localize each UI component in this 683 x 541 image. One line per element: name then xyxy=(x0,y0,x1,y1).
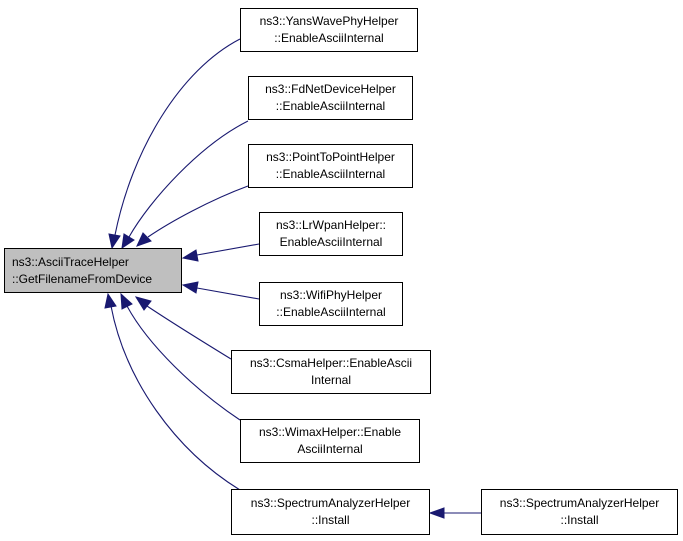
node-wimax-line1: ns3::WimaxHelper::Enable xyxy=(258,425,402,439)
node-yans-line1: ns3::YansWavePhyHelper xyxy=(259,14,399,28)
node-wimaxhelper-enableasciiinternal[interactable]: ns3::WimaxHelper::Enable AsciiInternal xyxy=(240,419,420,463)
node-csma-line1: ns3::CsmaHelper::EnableAscii xyxy=(249,356,413,370)
edge-spectrum2-arrowhead xyxy=(428,507,445,519)
node-spectrumanalyzerhelper-install[interactable]: ns3::SpectrumAnalyzerHelper ::Install xyxy=(231,489,430,535)
edge-wimax-arrowhead xyxy=(120,292,133,310)
node-spectrum1-line2: ::Install xyxy=(311,513,350,527)
node-wifiphyhelper-enableasciiinternal[interactable]: ns3::WifiPhyHelper ::EnableAsciiInternal xyxy=(259,282,403,326)
edge-lrwpan-arrowhead xyxy=(181,249,199,262)
edge-fdnet-to-focus xyxy=(128,120,249,238)
node-wimax-line2: AsciiInternal xyxy=(297,442,363,456)
node-fdnetdevicehelper-enableasciiinternal[interactable]: ns3::FdNetDeviceHelper ::EnableAsciiInte… xyxy=(248,76,413,120)
edge-fdnet-arrowhead xyxy=(121,233,135,250)
edge-csma-arrowhead xyxy=(134,296,152,311)
node-csmahelper-enableasciiinternal[interactable]: ns3::CsmaHelper::EnableAscii Internal xyxy=(231,350,431,394)
node-lrwpanhelper-enableasciiinternal[interactable]: ns3::LrWpanHelper:: EnableAsciiInternal xyxy=(259,212,403,256)
node-focus-line1: ns3::AsciiTraceHelper xyxy=(12,254,129,269)
node-spectrum2-line1: ns3::SpectrumAnalyzerHelper xyxy=(499,496,660,510)
node-lrwpan-line1: ns3::LrWpanHelper:: xyxy=(275,218,387,232)
edge-lrwpan-to-focus xyxy=(196,243,260,256)
node-asciitracehelper-getfilenamefromdevice: ns3::AsciiTraceHelper ::GetFilenameFromD… xyxy=(4,248,182,293)
node-spectrumanalyzerhelper-install-caller[interactable]: ns3::SpectrumAnalyzerHelper ::Install xyxy=(481,489,678,535)
edge-wimax-to-focus xyxy=(126,305,241,421)
node-fdnet-line1: ns3::FdNetDeviceHelper xyxy=(265,82,396,96)
node-p2p-line2: ::EnableAsciiInternal xyxy=(275,167,386,181)
edge-p2p-to-focus xyxy=(147,185,249,238)
node-pointtopointhelper-enableasciiinternal[interactable]: ns3::PointToPointHelper ::EnableAsciiInt… xyxy=(248,144,413,188)
edge-p2p-arrowhead xyxy=(136,232,152,247)
edge-wifi-to-focus xyxy=(196,287,260,300)
node-csma-line2: Internal xyxy=(310,373,352,387)
node-wifi-line1: ns3::WifiPhyHelper xyxy=(279,288,383,302)
node-yans-line2: ::EnableAsciiInternal xyxy=(274,31,384,45)
edge-wifi-arrowhead xyxy=(181,281,199,294)
edge-yans-arrowhead xyxy=(108,233,121,250)
edge-csma-to-focus xyxy=(146,305,232,360)
node-yanswavephyhelper-enableasciiinternal[interactable]: ns3::YansWavePhyHelper ::EnableAsciiInte… xyxy=(240,8,418,52)
node-spectrum2-line2: ::Install xyxy=(560,513,599,527)
node-spectrum1-line1: ns3::SpectrumAnalyzerHelper xyxy=(250,496,411,510)
edge-spectrum-to-focus xyxy=(110,305,241,491)
node-focus-line2: ::GetFilenameFromDevice xyxy=(12,271,153,286)
node-p2p-line1: ns3::PointToPointHelper xyxy=(266,150,395,164)
edge-yans-to-focus xyxy=(114,38,241,236)
node-wifi-line2: ::EnableAsciiInternal xyxy=(276,305,386,319)
node-lrwpan-line2: EnableAsciiInternal xyxy=(279,235,383,249)
node-fdnet-line2: ::EnableAsciiInternal xyxy=(275,99,386,113)
edge-spectrum-arrowhead xyxy=(104,292,117,309)
